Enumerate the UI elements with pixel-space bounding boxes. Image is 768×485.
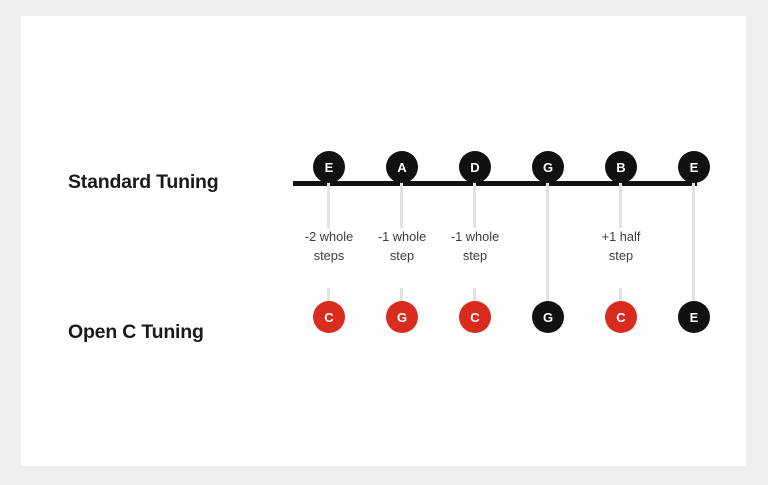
connector-line xyxy=(546,176,549,326)
interval-label-line2: step xyxy=(608,248,634,263)
interval-label-line1: +1 half xyxy=(601,229,641,244)
interval-label: -2 whole steps xyxy=(277,227,381,265)
interval-label-line2: step xyxy=(462,248,488,263)
interval-label-line2: steps xyxy=(313,248,345,263)
interval-label-line1: -1 whole xyxy=(377,229,427,244)
open-c-note-circle: G xyxy=(532,301,564,333)
open-c-note-circle: G xyxy=(386,301,418,333)
standard-note-circle: A xyxy=(386,151,418,183)
standard-note-circle: E xyxy=(313,151,345,183)
interval-label-line2: step xyxy=(389,248,415,263)
interval-label: -1 whole step xyxy=(423,227,527,265)
nut-bar xyxy=(293,181,697,186)
tuning-diagram: E C -2 whole steps A G -1 whole step D C -1 whole s… xyxy=(21,16,746,466)
standard-note-circle: D xyxy=(459,151,491,183)
connector-line xyxy=(692,176,695,326)
open-c-note-circle: E xyxy=(678,301,710,333)
open-c-note-circle: C xyxy=(605,301,637,333)
standard-note-circle: G xyxy=(532,151,564,183)
open-c-note-circle: C xyxy=(459,301,491,333)
interval-label: -1 whole step xyxy=(350,227,454,265)
interval-label-line1: -1 whole xyxy=(450,229,500,244)
standard-tuning-label: Standard Tuning xyxy=(68,171,219,193)
interval-label-line1: -2 whole xyxy=(304,229,354,244)
interval-label: +1 half step xyxy=(569,227,673,265)
open-c-tuning-label: Open C Tuning xyxy=(68,321,204,343)
diagram-card: Standard Tuning Open C Tuning E C -2 whole… xyxy=(21,16,746,466)
open-c-note-circle: C xyxy=(313,301,345,333)
standard-note-circle: E xyxy=(678,151,710,183)
standard-note-circle: B xyxy=(605,151,637,183)
